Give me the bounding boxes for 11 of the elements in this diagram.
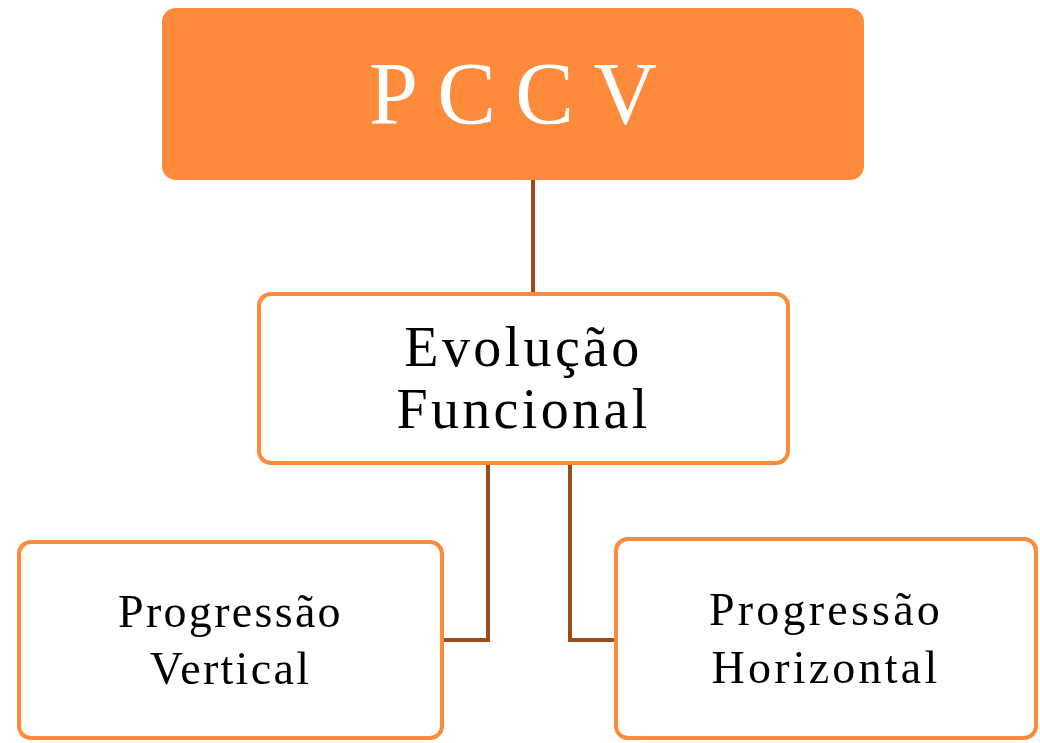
box-label: Progressão Vertical	[117, 584, 344, 696]
connector-line	[568, 465, 614, 642]
box-label: Progressão Horizontal	[707, 583, 945, 695]
process-box	[614, 537, 1038, 740]
process-box	[17, 540, 444, 740]
box-label: PCCV	[368, 50, 677, 138]
connector-line	[444, 465, 490, 642]
process-box	[257, 292, 790, 465]
connector-line	[531, 180, 535, 292]
title-box	[162, 8, 864, 180]
box-label: Evolução Funcional	[395, 316, 652, 441]
